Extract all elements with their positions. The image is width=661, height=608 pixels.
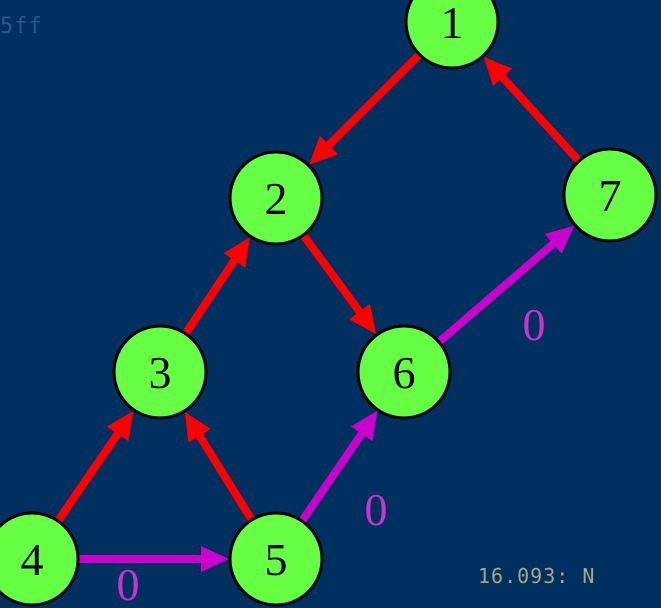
edge-label-4-5: 0 — [117, 559, 140, 608]
arrowhead — [544, 225, 575, 254]
node-label: 1 — [441, 0, 464, 48]
node-5: 5 — [228, 511, 324, 607]
arrowhead — [483, 56, 513, 87]
node-label: 5 — [265, 534, 288, 585]
node-7: 7 — [562, 147, 658, 243]
node-label: 6 — [393, 347, 416, 398]
node-label: 7 — [599, 170, 622, 221]
edge-label-5-6: 0 — [365, 484, 388, 535]
node-circle — [228, 511, 324, 607]
node-circle — [356, 324, 452, 420]
edge-line — [55, 429, 123, 523]
edge-3-2 — [182, 237, 250, 336]
edge-6-7 — [437, 225, 575, 345]
node-6: 6 — [356, 324, 452, 420]
arrowhead — [106, 410, 134, 442]
edge-line — [324, 52, 422, 150]
corner-text-bottom: 16.093: N — [478, 564, 596, 588]
node-3: 3 — [112, 324, 208, 420]
node-label: 4 — [21, 534, 44, 585]
edge-5-6 — [299, 410, 378, 523]
node-label: 2 — [265, 173, 288, 224]
edge-line — [299, 429, 367, 523]
arrowhead — [201, 546, 229, 572]
node-1: 1 — [404, 0, 500, 70]
node-circle — [0, 511, 80, 607]
node-circle — [228, 150, 324, 246]
edge-line — [195, 431, 255, 522]
edge-4-3 — [55, 410, 134, 523]
arrowhead — [184, 411, 211, 443]
edge-line — [182, 256, 239, 336]
arrowhead — [223, 237, 250, 268]
edge-7-1 — [483, 56, 582, 163]
edge-line — [498, 73, 582, 163]
node-circle — [404, 0, 500, 70]
node-circle — [112, 324, 208, 420]
edge-line — [300, 233, 364, 316]
edge-line — [437, 239, 558, 345]
node-2: 2 — [228, 150, 324, 246]
edge-1-2 — [309, 52, 422, 165]
arrowhead — [350, 410, 378, 442]
node-label: 3 — [149, 347, 172, 398]
node-circle — [562, 147, 658, 243]
edge-2-6 — [300, 233, 377, 335]
arrowhead — [309, 135, 339, 165]
edges-layer — [55, 52, 582, 572]
edge-5-3 — [184, 411, 255, 522]
node-4: 4 — [0, 511, 80, 607]
edge-labels-layer: 0 0 0 — [117, 299, 546, 608]
edge-4-5 — [79, 546, 229, 572]
corner-text-top: 5ff — [0, 14, 43, 39]
arrowhead — [349, 303, 377, 335]
edge-label-6-7: 0 — [523, 299, 546, 350]
